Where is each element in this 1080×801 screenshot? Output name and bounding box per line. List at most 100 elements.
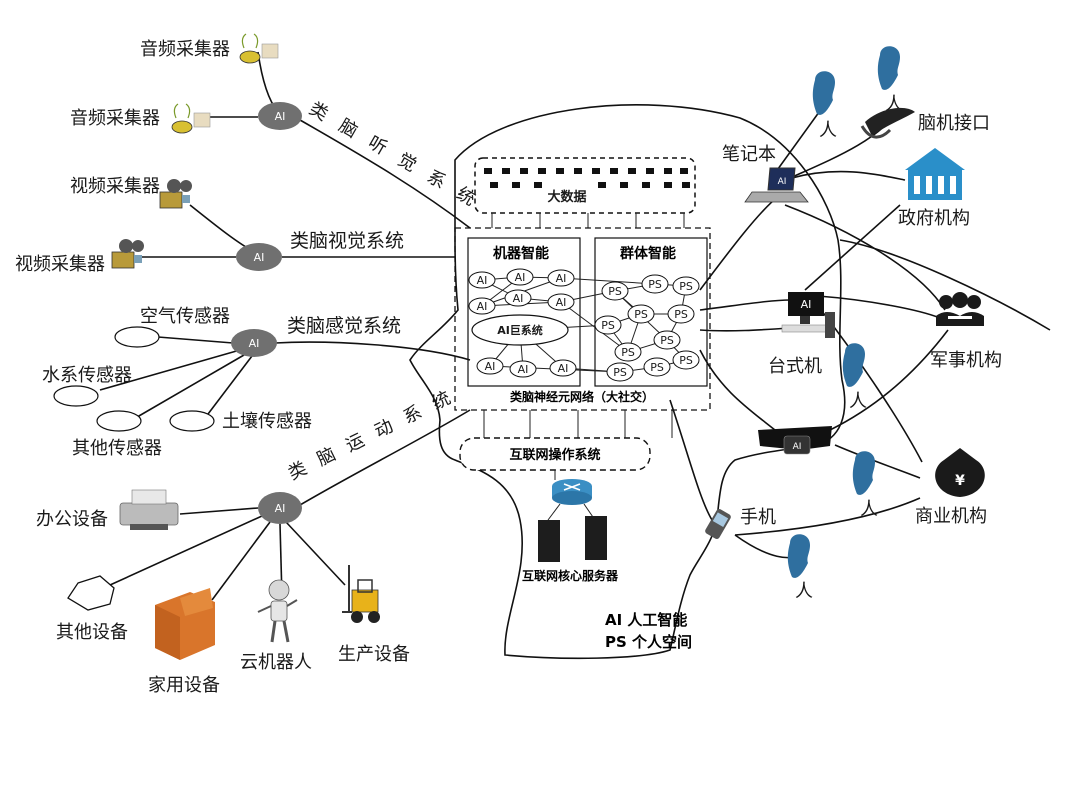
- ai-node: AI: [547, 293, 575, 311]
- ps-node: PS: [672, 276, 700, 296]
- phone-icon: [705, 508, 731, 540]
- desktop-icon: [781, 292, 835, 338]
- audio-collector-icon: [239, 33, 279, 64]
- ai-node: AI: [506, 268, 534, 286]
- person-label: 人: [860, 499, 878, 520]
- laptop-screen-text: AI: [778, 177, 787, 187]
- ps-node: PS: [627, 304, 655, 324]
- svg-text:PS: PS: [634, 308, 648, 321]
- vr-glasses-icon: [758, 426, 832, 455]
- svg-text:PS: PS: [601, 319, 615, 332]
- svg-text:PS: PS: [650, 361, 664, 374]
- hearing-system-label: 类脑听觉系统: [306, 98, 493, 218]
- svg-text:AI巨系统: AI巨系统: [497, 323, 543, 337]
- svg-text:AI: AI: [485, 360, 496, 373]
- office-device-label: 办公设备: [36, 509, 108, 530]
- group-intelligence-box: [594, 237, 708, 387]
- other-device-shape: [67, 575, 115, 611]
- sensing-system-label: 类脑感觉系统: [287, 315, 401, 337]
- water-sensor-shape: [53, 385, 99, 407]
- svg-text:AI: AI: [556, 296, 567, 309]
- ai-node: AI: [468, 297, 496, 315]
- other-sensor-label: 其他传感器: [72, 438, 162, 459]
- ai-node: AI: [476, 357, 504, 375]
- big-data-box: [474, 157, 696, 214]
- video-collector-1-label: 视频采集器: [70, 176, 160, 197]
- big-data-connectors: [491, 213, 685, 228]
- vision-system-label: 类脑视觉系统: [290, 230, 404, 252]
- production-device-label: 生产设备: [338, 644, 410, 665]
- big-data-blocks: [484, 168, 690, 188]
- ps-node: PS: [606, 362, 634, 382]
- desktop-screen-text: AI: [801, 298, 812, 311]
- svg-text:AI: AI: [513, 292, 524, 305]
- group-intelligence-label: 群体智能: [619, 245, 676, 262]
- ps-node: PS: [601, 281, 629, 301]
- svg-text:AI: AI: [556, 272, 567, 285]
- head-outline: [409, 104, 846, 660]
- ai-node: AI: [468, 271, 496, 289]
- robot-label: 云机器人: [240, 652, 312, 673]
- laptop-label: 笔记本: [722, 144, 776, 165]
- military-icon: [936, 292, 984, 326]
- person-icon: [877, 46, 900, 90]
- ps-node: PS: [614, 342, 642, 362]
- home-device-box-icon: [155, 588, 215, 660]
- machine-intelligence-box: [467, 237, 581, 387]
- video-collector-2-label: 视频采集器: [15, 254, 105, 275]
- ps-node: PS: [653, 330, 681, 350]
- laptop-icon: [744, 167, 809, 203]
- audio-collector-1-label: 音频采集器: [140, 39, 230, 60]
- person-icon: [842, 343, 865, 387]
- legend-ps: PS 个人空间: [605, 633, 692, 651]
- business-icon: [935, 448, 985, 497]
- svg-text:PS: PS: [660, 334, 674, 347]
- motion-connections: [109, 409, 471, 601]
- desktop-label: 台式机: [768, 356, 822, 377]
- person-icon: [787, 534, 810, 578]
- svg-text:AI: AI: [477, 300, 488, 313]
- ps-node: PS: [641, 274, 669, 294]
- water-sensor-label: 水系传感器: [42, 365, 132, 386]
- phone-label: 手机: [740, 507, 776, 528]
- ps-node: PS: [643, 357, 671, 377]
- ps-node: PS: [594, 315, 622, 335]
- ps-nodes: PS PS PS PS PS PS PS PS PS PS PS: [594, 274, 700, 382]
- svg-text:PS: PS: [648, 278, 662, 291]
- hearing-connections: [210, 51, 471, 229]
- svg-text:AI: AI: [518, 363, 529, 376]
- legend-ai: AI 人工智能: [605, 611, 687, 629]
- soil-sensor-label: 土壤传感器: [222, 411, 312, 432]
- business-label: 商业机构: [915, 506, 987, 527]
- audio-collector-icon: [171, 103, 211, 134]
- svg-text:PS: PS: [608, 285, 622, 298]
- ai-giant-system: AI巨系统: [471, 314, 569, 346]
- vision-hub: AI: [236, 243, 282, 271]
- soil-sensor-shape: [169, 410, 215, 432]
- svg-text:PS: PS: [674, 308, 688, 321]
- person-label: 人: [819, 120, 837, 141]
- government-label: 政府机构: [898, 208, 970, 229]
- server-icon: [538, 470, 607, 562]
- svg-text:AI: AI: [558, 362, 569, 375]
- svg-text:AI: AI: [275, 110, 286, 123]
- air-sensor-shape: [114, 326, 160, 348]
- svg-text:PS: PS: [613, 366, 627, 379]
- ai-node: AI: [504, 289, 532, 307]
- bci-label: 脑机接口: [918, 113, 990, 134]
- svg-text:AI: AI: [275, 502, 286, 515]
- money-symbol: ¥: [955, 473, 965, 489]
- person-label: 人: [795, 581, 813, 602]
- svg-text:PS: PS: [679, 354, 693, 367]
- sensing-connections: [99, 336, 471, 421]
- hearing-hub: AI: [258, 102, 302, 130]
- printer-icon: [119, 489, 179, 530]
- person-label: 人: [849, 391, 867, 412]
- motion-hub: AI: [258, 492, 302, 524]
- ai-node: AI: [547, 269, 575, 287]
- ai-node: AI: [549, 359, 577, 377]
- core-servers-label: 互联网核心服务器: [522, 568, 619, 583]
- bci-icon: [860, 107, 915, 139]
- other-sensor-shape: [96, 410, 142, 432]
